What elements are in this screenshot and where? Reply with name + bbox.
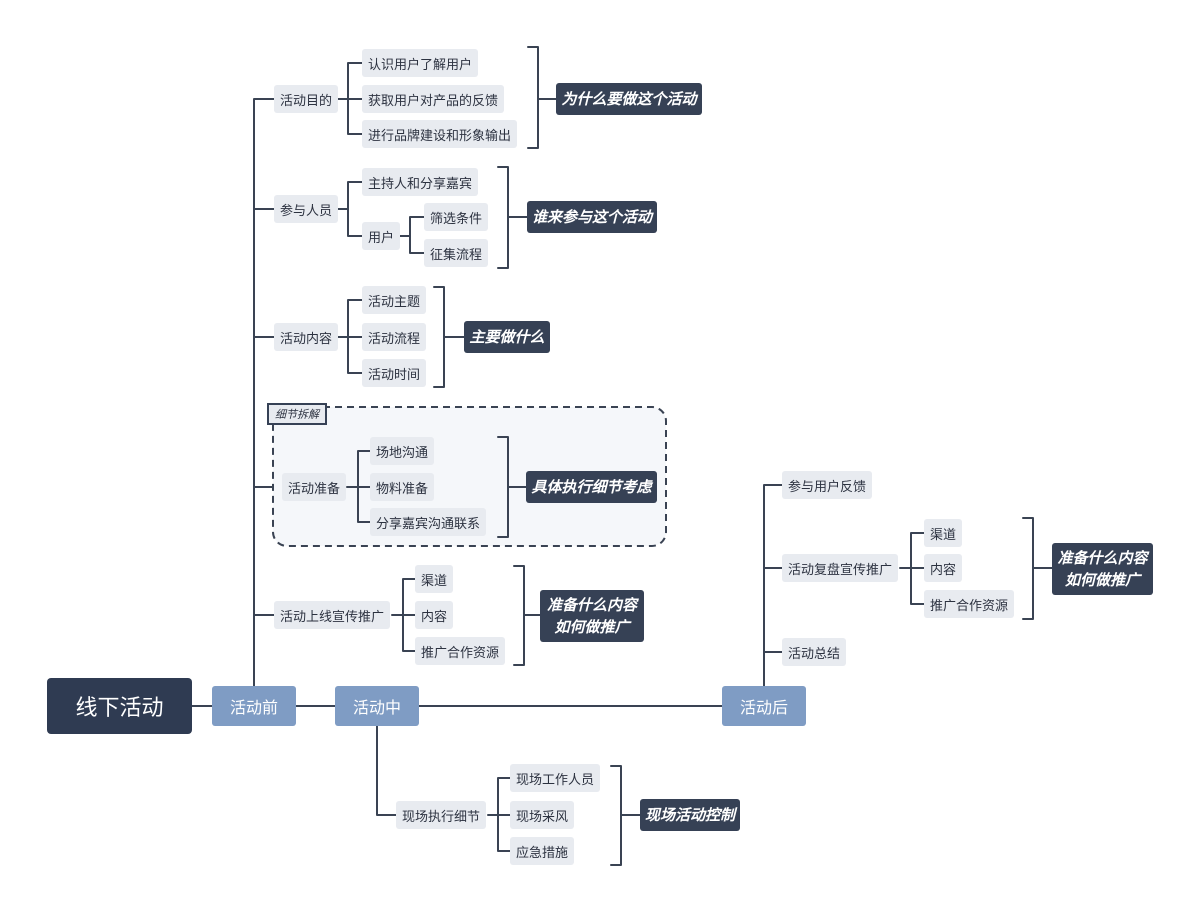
summary-purpose[interactable]: 为什么要做这个活动: [556, 83, 702, 115]
summary-promo-line: 如何做推广: [554, 618, 630, 636]
root-node[interactable]: 线下活动: [47, 678, 192, 734]
node-onsite-child[interactable]: 现场采风: [510, 801, 575, 829]
node-onsite[interactable]: 现场执行细节: [396, 801, 487, 829]
summary-prep[interactable]: 具体执行细节考虑: [526, 471, 657, 503]
node-onsite-child[interactable]: 现场工作人员: [510, 764, 601, 792]
node-feedback[interactable]: 参与用户反馈: [782, 471, 873, 499]
node-purpose-child[interactable]: 认识用户了解用户: [362, 49, 479, 77]
summary-promo[interactable]: 准备什么内容 如何做推广: [540, 590, 644, 642]
node-participants[interactable]: 参与人员: [274, 195, 339, 223]
node-promo[interactable]: 活动上线宣传推广: [274, 601, 391, 629]
node-promo-child[interactable]: 内容: [415, 601, 454, 629]
node-onsite-child[interactable]: 应急措施: [510, 837, 575, 865]
node-review-child[interactable]: 内容: [924, 554, 963, 582]
node-promo-child[interactable]: 推广合作资源: [415, 637, 506, 665]
node-purpose[interactable]: 活动目的: [274, 85, 339, 113]
summary-content[interactable]: 主要做什么: [464, 321, 550, 353]
node-review-child[interactable]: 渠道: [924, 519, 963, 547]
phase-before[interactable]: 活动前: [212, 686, 296, 726]
node-purpose-child[interactable]: 获取用户对产品的反馈: [362, 85, 505, 113]
summary-review[interactable]: 准备什么内容 如何做推广: [1052, 543, 1153, 595]
node-user-child[interactable]: 征集流程: [424, 239, 489, 267]
summary-promo-line: 准备什么内容: [546, 596, 637, 614]
node-content-child[interactable]: 活动主题: [362, 286, 427, 314]
detail-tag: 细节拆解: [267, 403, 327, 425]
node-review[interactable]: 活动复盘宣传推广: [782, 554, 899, 582]
summary-participants[interactable]: 谁来参与这个活动: [527, 201, 657, 233]
node-promo-child[interactable]: 渠道: [415, 565, 454, 593]
node-content-child[interactable]: 活动时间: [362, 359, 427, 387]
summary-review-line: 准备什么内容: [1057, 549, 1148, 567]
summary-review-line: 如何做推广: [1064, 571, 1140, 589]
node-purpose-child[interactable]: 进行品牌建设和形象输出: [362, 120, 518, 148]
node-review-child[interactable]: 推广合作资源: [924, 590, 1015, 618]
node-prep-child[interactable]: 场地沟通: [370, 437, 435, 465]
phase-after[interactable]: 活动后: [722, 686, 806, 726]
node-user[interactable]: 用户: [362, 222, 401, 250]
summary-onsite[interactable]: 现场活动控制: [640, 799, 740, 831]
phase-during[interactable]: 活动中: [335, 686, 419, 726]
node-prep[interactable]: 活动准备: [282, 473, 347, 501]
node-content[interactable]: 活动内容: [274, 323, 339, 351]
node-prep-child[interactable]: 分享嘉宾沟通联系: [370, 508, 487, 536]
node-content-child[interactable]: 活动流程: [362, 323, 427, 351]
node-prep-child[interactable]: 物料准备: [370, 473, 435, 501]
node-host[interactable]: 主持人和分享嘉宾: [362, 168, 479, 196]
node-conclusion[interactable]: 活动总结: [782, 638, 847, 666]
node-user-child[interactable]: 筛选条件: [424, 203, 489, 231]
